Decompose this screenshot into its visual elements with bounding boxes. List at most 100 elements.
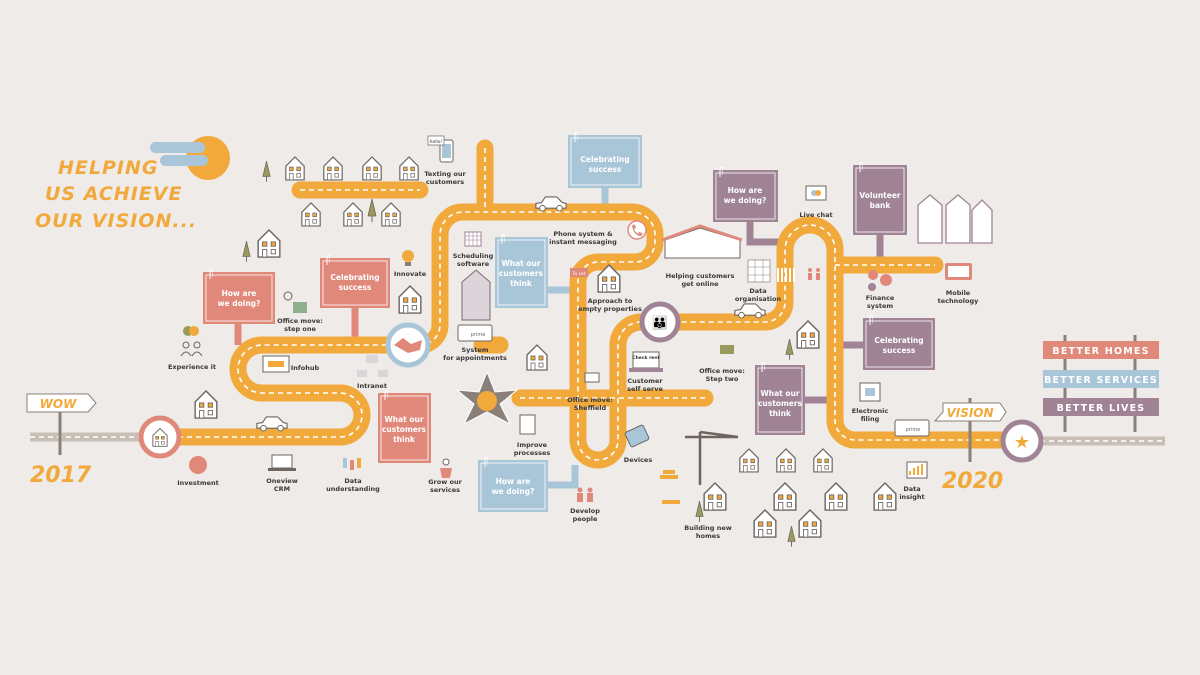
label-line: Office move: bbox=[699, 367, 745, 375]
label-infohub: Infohub bbox=[291, 364, 320, 372]
label-line: for appointments bbox=[443, 354, 507, 362]
speech-bubbles-icon bbox=[180, 326, 203, 357]
laptop-crm-icon bbox=[268, 454, 296, 471]
label-line: people bbox=[573, 515, 598, 523]
svg-text:What our: What our bbox=[384, 415, 423, 424]
svg-text:What our: What our bbox=[760, 389, 799, 398]
wow-signpost: WOW bbox=[26, 393, 97, 455]
delivery-van-icon: prime bbox=[457, 324, 493, 342]
network-computers-icon bbox=[357, 355, 388, 377]
label-line: Phone system & bbox=[553, 230, 613, 238]
label-line: Grow our bbox=[428, 478, 462, 486]
road-network bbox=[151, 139, 1031, 469]
key-box-icon bbox=[283, 291, 307, 313]
svg-text:customers: customers bbox=[758, 399, 803, 408]
people-milestone-circle: 👪 bbox=[639, 301, 681, 343]
tablet-devices-icon bbox=[624, 424, 650, 448]
svg-text:success: success bbox=[589, 165, 622, 174]
zebra-crossing bbox=[777, 268, 795, 282]
svg-text:How are: How are bbox=[222, 289, 257, 298]
label-line: Improve bbox=[517, 441, 548, 449]
label-office-move-2: Office move:Step two bbox=[699, 367, 745, 383]
label-line: Innovate bbox=[394, 270, 427, 278]
label-line: technology bbox=[938, 297, 979, 305]
bricks-icon bbox=[660, 470, 680, 504]
label-experience: Experience it bbox=[168, 363, 216, 371]
svg-text:How are: How are bbox=[496, 477, 531, 486]
label-line: Mobile bbox=[946, 289, 971, 297]
svg-text:bank: bank bbox=[870, 201, 892, 210]
svg-text:What our: What our bbox=[501, 259, 540, 268]
laptop-check-rent-icon: Check rent bbox=[629, 351, 663, 372]
svg-text:think: think bbox=[769, 409, 792, 418]
label-line: Electronic bbox=[852, 407, 889, 415]
handshake-milestone-circle bbox=[385, 322, 431, 368]
label-line: Infohub bbox=[291, 364, 320, 372]
label-devices: Devices bbox=[624, 456, 653, 464]
svg-text:we doing?: we doing? bbox=[724, 196, 767, 205]
svg-text:WOW: WOW bbox=[40, 397, 77, 411]
filing-box-icon bbox=[859, 382, 881, 402]
svg-text:To Let: To Let bbox=[571, 271, 585, 277]
label-line: Investment bbox=[177, 479, 219, 487]
people-pair-icon bbox=[577, 268, 820, 502]
people-icon: 👪 bbox=[652, 315, 668, 331]
svg-text:we doing?: we doing? bbox=[218, 299, 261, 308]
goal-better-services: BETTER SERVICES bbox=[1044, 375, 1158, 386]
label-line: Experience it bbox=[168, 363, 216, 371]
document-pen-icon bbox=[519, 414, 536, 435]
coins-icon bbox=[868, 270, 892, 291]
label-line: software bbox=[457, 260, 490, 268]
label-line: Devices bbox=[624, 456, 653, 464]
telephone-icon bbox=[627, 220, 647, 240]
label-line: services bbox=[430, 486, 460, 494]
bar-chart-icon bbox=[906, 461, 928, 479]
label-line: Approach to bbox=[588, 297, 633, 305]
label-line: CRM bbox=[274, 485, 290, 493]
lightbulb-icon bbox=[402, 250, 414, 266]
label-line: Texting our bbox=[424, 170, 466, 178]
phone-hello-icon: hello! bbox=[427, 135, 454, 163]
vision-signpost: VISION bbox=[933, 398, 1007, 462]
label-line: Building new bbox=[684, 524, 732, 532]
label-line: Office move: bbox=[567, 396, 613, 404]
keys-icon bbox=[584, 345, 734, 383]
live-chat-monitor-icon bbox=[805, 185, 827, 201]
label-innovate: Innovate bbox=[394, 270, 427, 278]
svg-text:prime: prime bbox=[906, 427, 921, 433]
label-line: processes bbox=[514, 449, 551, 457]
flower-pot-icon bbox=[440, 458, 452, 478]
apartment-buildings-icon bbox=[917, 194, 993, 244]
number-grid-icon bbox=[747, 259, 771, 283]
goal-better-lives: BETTER LIVES bbox=[1057, 403, 1146, 414]
svg-text:Celebrating: Celebrating bbox=[580, 155, 629, 164]
label-line: customers bbox=[426, 178, 464, 186]
svg-text:Celebrating: Celebrating bbox=[330, 273, 379, 282]
label-line: Customer bbox=[627, 377, 663, 385]
construction-crane-icon bbox=[685, 430, 739, 485]
svg-text:Celebrating: Celebrating bbox=[874, 336, 923, 345]
calendar-icon bbox=[464, 231, 482, 247]
svg-text:we doing?: we doing? bbox=[492, 487, 535, 496]
label-line: System bbox=[461, 346, 488, 354]
svg-text:think: think bbox=[510, 279, 533, 288]
label-line: Oneview bbox=[266, 477, 297, 485]
delivery-van-icon-2: prime bbox=[894, 419, 930, 437]
infographic-title: HELPING US ACHIEVE OUR VISION... bbox=[35, 157, 196, 232]
label-line: instant messaging bbox=[549, 238, 617, 246]
